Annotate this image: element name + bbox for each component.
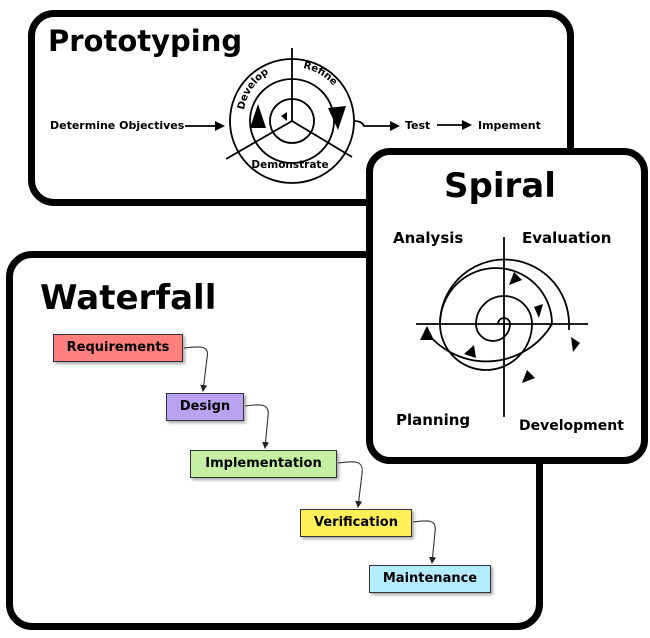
- spiral-curve: [424, 267, 553, 371]
- connector-implementation-verification: [337, 461, 363, 508]
- proto-exit-path: [353, 120, 400, 131]
- waterfall-stage-implementation: Implementation: [190, 450, 337, 478]
- prototyping-panel: [28, 10, 574, 206]
- spiral-quadrant-development: Development: [519, 418, 624, 434]
- spiral-arrow-2: [534, 304, 543, 318]
- prototyping-title: Prototyping: [48, 24, 243, 58]
- proto-spoke-left: [225, 120, 293, 160]
- connector-verification-maintenance: [412, 520, 437, 564]
- spiral-outer-arc: [439, 258, 570, 330]
- spiral-title: Spiral: [444, 166, 556, 206]
- spiral-quadrant-analysis: Analysis: [393, 229, 464, 247]
- develop-arrowhead: [250, 104, 266, 128]
- spiral-arrow-6: [420, 326, 434, 340]
- refine-arrowhead: [328, 106, 346, 130]
- proto-output-implement: Impement: [478, 119, 541, 132]
- connector-requirements-design: [183, 346, 209, 392]
- inner-arrowhead: [281, 112, 287, 121]
- proto-output-test: Test: [405, 119, 431, 132]
- proto-spoke-right: [291, 120, 353, 158]
- proto-input-label: Determine Objectives: [50, 119, 185, 132]
- spiral-arrow-5: [571, 337, 580, 352]
- spiral-arrow-4: [522, 370, 535, 383]
- waterfall-stage-requirements: Requirements: [53, 334, 183, 362]
- waterfall-title: Waterfall: [40, 278, 217, 318]
- proto-label-demonstrate: Demonstrate: [251, 159, 328, 171]
- waterfall-stage-design: Design: [166, 393, 244, 421]
- connector-design-implementation: [244, 404, 270, 449]
- spiral-arrow-1: [509, 272, 522, 285]
- spiral-quadrant-evaluation: Evaluation: [522, 229, 612, 247]
- spiral-arrow-3: [464, 345, 476, 358]
- waterfall-stage-maintenance: Maintenance: [369, 565, 491, 593]
- spiral-quadrant-planning: Planning: [396, 411, 471, 429]
- spiral-panel: [366, 148, 648, 464]
- waterfall-stage-verification: Verification: [300, 509, 412, 537]
